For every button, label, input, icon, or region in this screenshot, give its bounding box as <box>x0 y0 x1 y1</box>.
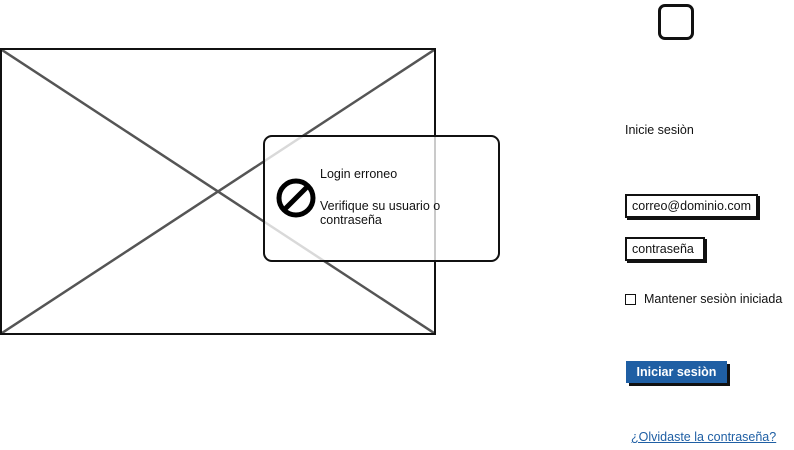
forgot-password-link[interactable]: ¿Olvidaste la contraseña? <box>631 430 777 444</box>
login-heading: Inicie sesiòn <box>625 123 694 137</box>
alert-title: Login erroneo <box>320 167 398 181</box>
login-button[interactable]: Iniciar sesiòn <box>626 361 727 383</box>
logo-square-icon <box>658 4 694 40</box>
no-entry-icon <box>275 177 319 221</box>
alert-message: Verifique su usuario o contraseña <box>320 199 441 227</box>
email-field[interactable] <box>625 194 758 218</box>
password-field[interactable] <box>625 237 705 261</box>
alert-text: Login erroneo Verifique su usuario o con… <box>320 167 485 227</box>
remember-session-label: Mantener sesiòn iniciada <box>644 292 783 306</box>
remember-session-option[interactable]: Mantener sesiòn iniciada <box>625 292 782 306</box>
cross-line-2 <box>2 50 434 333</box>
remember-session-checkbox[interactable] <box>625 293 636 305</box>
login-error-alert: Login erroneo Verifique su usuario o con… <box>263 135 500 262</box>
image-placeholder-cross <box>2 50 434 333</box>
